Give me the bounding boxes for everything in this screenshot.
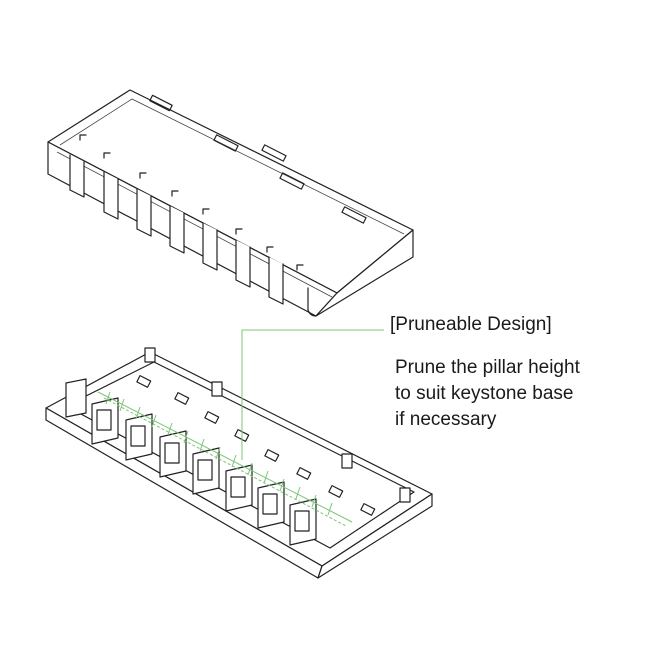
pillar-highlights [97,391,353,527]
base-posts [144,347,411,503]
keystone-jacks [65,378,317,546]
callout-line-2: to suit keystone base [395,383,574,404]
callout-line-1: Prune the pillar height [395,357,580,378]
callout-title: [Pruneable Design] [390,314,552,335]
screw-bosses [136,375,376,516]
callout-leader [241,329,384,460]
base-tray [45,347,433,579]
cover-latches [79,134,304,271]
callout-line-3: if necessary [395,409,497,430]
cover-notches [69,154,284,305]
callout-body: Prune the pillar height to suit keystone… [395,355,580,433]
top-cover [47,89,414,317]
cover-slots [149,94,367,224]
